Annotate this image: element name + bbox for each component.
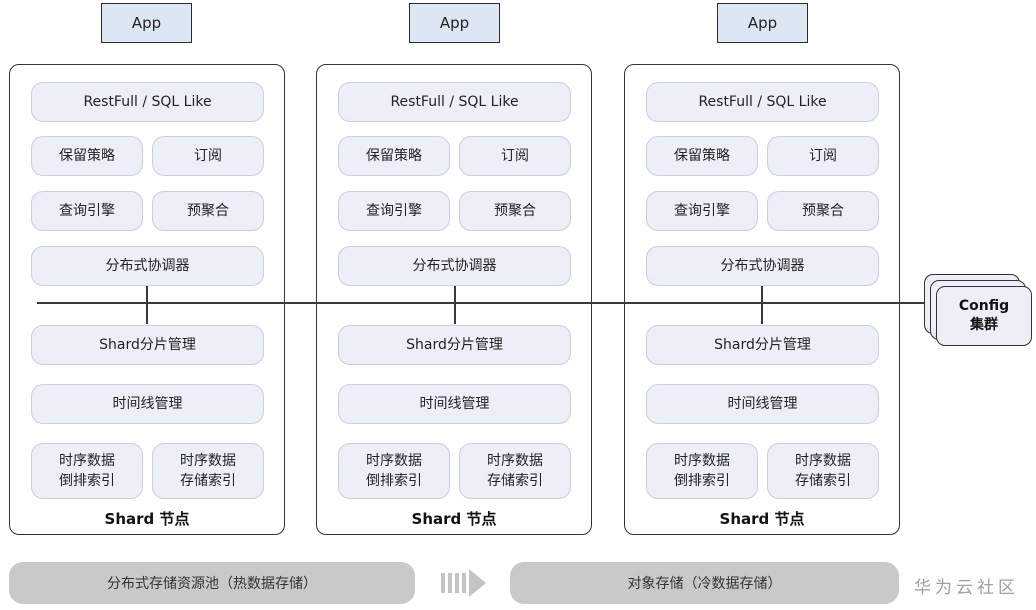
storage-index-line-1: 时序数据 [795,453,851,469]
bus-connector-3 [761,286,763,324]
shard-management-module: Shard分片管理 [338,325,571,365]
timeline-management-module: 时间线管理 [338,384,571,424]
inverted-index-line-2: 倒排索引 [674,473,730,489]
app-label: App [747,14,778,32]
query-engine-module: 查询引擎 [646,191,758,231]
pre-aggregation-module: 预聚合 [459,191,571,231]
storage-index-line-2: 存储索引 [180,473,236,489]
shard-management-module: Shard分片管理 [31,325,264,365]
storage-index-module: 时序数据存储索引 [767,443,879,499]
bus-connector-1 [146,286,148,324]
inverted-index-module: 时序数据倒排索引 [31,443,143,499]
inverted-index-module: 时序数据倒排索引 [646,443,758,499]
retention-policy-module: 保留策略 [31,136,143,176]
node-title: Shard 节点 [411,510,497,528]
query-engine-label: 查询引擎 [366,203,422,219]
timeline-management-label: 时间线管理 [112,396,183,412]
subscribe-label: 订阅 [501,148,529,164]
retention-label: 保留策略 [674,148,730,164]
subscription-module: 订阅 [767,136,879,176]
inverted-index-line-2: 倒排索引 [59,473,115,489]
shard-management-label: Shard分片管理 [99,337,196,353]
retention-label: 保留策略 [366,148,422,164]
shard-node-1: RestFull / SQL Like 保留策略 订阅 查询引擎 预聚合 分布式… [9,64,285,535]
storage-index-module: 时序数据存储索引 [459,443,571,499]
pre-aggregation-label: 预聚合 [187,203,229,219]
coordinator-label: 分布式协调器 [412,258,497,274]
subscribe-label: 订阅 [194,148,222,164]
coordinator-label: 分布式协调器 [105,258,190,274]
query-engine-module: 查询引擎 [338,191,450,231]
watermark-text: 华为云社区 [914,578,1019,598]
inverted-index-line-2: 倒排索引 [366,473,422,489]
inverted-index-line-1: 时序数据 [366,453,422,469]
inverted-index-line-1: 时序数据 [674,453,730,469]
timeline-management-label: 时间线管理 [727,396,798,412]
retention-policy-module: 保留策略 [338,136,450,176]
api-label: RestFull / SQL Like [390,94,519,110]
api-label: RestFull / SQL Like [698,94,827,110]
coordinator-module: 分布式协调器 [338,246,571,286]
config-subtitle: 集群 [970,317,998,333]
query-engine-module: 查询引擎 [31,191,143,231]
retention-label: 保留策略 [59,148,115,164]
config-title: Config [958,298,1010,314]
cold-storage-label: 对象存储（冷数据存储） [627,576,782,592]
app-label: App [439,14,470,32]
coordinator-module: 分布式协调器 [31,246,264,286]
coordinator-module: 分布式协调器 [646,246,879,286]
shard-node-2: RestFull / SQL Like 保留策略 订阅 查询引擎 预聚合 分布式… [316,64,592,535]
cold-storage-pool: 对象存储（冷数据存储） [510,562,899,604]
app-box-1: App [101,3,192,43]
coordinator-label: 分布式协调器 [720,258,805,274]
api-module: RestFull / SQL Like [31,82,264,122]
bus-connector-2 [454,286,456,324]
inverted-index-module: 时序数据倒排索引 [338,443,450,499]
subscription-module: 订阅 [459,136,571,176]
query-engine-label: 查询引擎 [59,203,115,219]
hot-storage-label: 分布式存储资源池（热数据存储） [107,576,317,592]
api-label: RestFull / SQL Like [83,94,212,110]
shard-management-module: Shard分片管理 [646,325,879,365]
timeline-management-module: 时间线管理 [31,384,264,424]
api-module: RestFull / SQL Like [646,82,879,122]
shard-management-label: Shard分片管理 [714,337,811,353]
storage-index-line-1: 时序数据 [487,453,543,469]
inverted-index-line-1: 时序数据 [59,453,115,469]
node-title: Shard 节点 [104,510,190,528]
shard-management-label: Shard分片管理 [406,337,503,353]
pre-aggregation-module: 预聚合 [152,191,264,231]
storage-index-module: 时序数据存储索引 [152,443,264,499]
storage-index-line-1: 时序数据 [180,453,236,469]
node-title: Shard 节点 [719,510,805,528]
timeline-management-module: 时间线管理 [646,384,879,424]
app-label: App [131,14,162,32]
storage-index-line-2: 存储索引 [795,473,851,489]
app-box-3: App [717,3,808,43]
pre-aggregation-label: 预聚合 [802,203,844,219]
config-cluster: Config 集群 [936,286,1032,346]
coordination-bus-line [37,302,930,304]
fast-forward-arrow-icon [441,569,486,597]
api-module: RestFull / SQL Like [338,82,571,122]
subscription-module: 订阅 [152,136,264,176]
query-engine-label: 查询引擎 [674,203,730,219]
hot-storage-pool: 分布式存储资源池（热数据存储） [9,562,415,604]
timeline-management-label: 时间线管理 [419,396,490,412]
app-box-2: App [409,3,500,43]
pre-aggregation-module: 预聚合 [767,191,879,231]
subscribe-label: 订阅 [809,148,837,164]
storage-index-line-2: 存储索引 [487,473,543,489]
retention-policy-module: 保留策略 [646,136,758,176]
pre-aggregation-label: 预聚合 [494,203,536,219]
